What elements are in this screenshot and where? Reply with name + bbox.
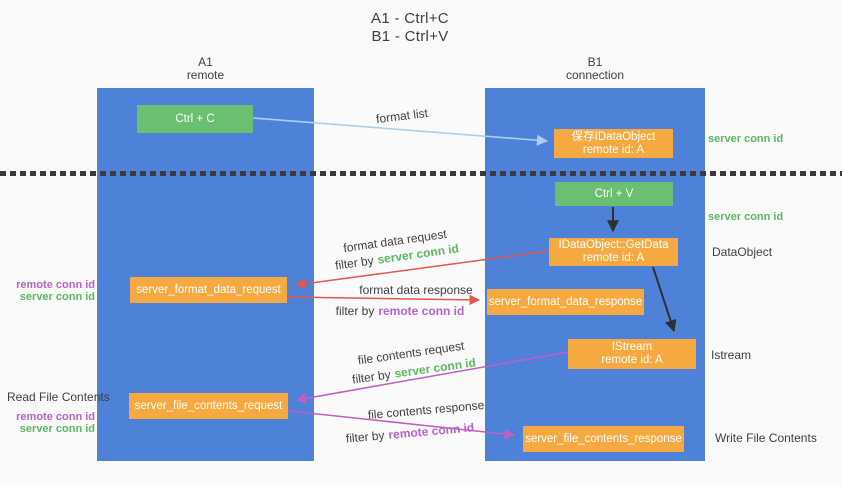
remote-conn-id-label-2: remote conn id — [16, 411, 95, 423]
format-conn-id-pair: remote conn id server conn id — [9, 279, 95, 303]
server-format-data-request-node: server_format_data_request — [130, 277, 287, 303]
lane-a1-sub: remote — [186, 68, 225, 82]
save-idataobject-line1: 保存IDataObject — [571, 130, 656, 143]
filter-by-prefix-1: filter by — [334, 253, 375, 273]
save-idataobject-line2: remote id: A — [582, 143, 645, 156]
file-contents-response-flow-label: file contents response — [367, 397, 485, 423]
format-list-flow-label: format list — [375, 105, 429, 127]
title-line-ctrl-v: B1 - Ctrl+V — [371, 28, 449, 45]
istream-line1: IStream — [611, 341, 653, 353]
lane-header-a1: A1 remote — [97, 56, 314, 82]
remote-conn-id-label-1: remote conn id — [16, 279, 95, 291]
write-file-contents-label: Write File Contents — [715, 431, 817, 445]
diagram-title: A1 - Ctrl+C B1 - Ctrl+V — [310, 10, 510, 46]
istream-node: IStream remote id: A — [568, 339, 696, 369]
read-file-contents-label: Read File Contents — [7, 390, 110, 404]
format-request-label: server_format_data_request — [136, 283, 281, 296]
lane-b1-sub: connection — [565, 68, 625, 82]
lane-header-b1: B1 connection — [485, 56, 705, 82]
getdata-line2: remote id: A — [582, 252, 645, 264]
lane-a1-name: A1 — [198, 55, 213, 69]
getdata-line1: IDataObject::GetData — [558, 239, 669, 251]
save-idataobject-node: 保存IDataObject remote id: A — [554, 129, 673, 158]
server-file-contents-request-node: server_file_contents_request — [129, 393, 288, 419]
remote-conn-id-key-2: remote conn id — [387, 420, 475, 442]
dataobject-label: DataObject — [712, 245, 773, 259]
filter-by-prefix-4: filter by — [345, 428, 386, 446]
file-response-label: server_file_contents_response — [525, 432, 682, 445]
server-conn-id-label-top: server conn id — [708, 133, 784, 145]
format-data-response-arrow — [287, 294, 481, 306]
filter-by-prefix-2: filter by — [335, 304, 375, 318]
server-conn-id-label-2: server conn id — [19, 423, 95, 435]
istream-line2: remote id: A — [601, 354, 663, 366]
ctrl-c-label: Ctrl + C — [175, 112, 215, 125]
server-format-data-response-node: server_format_data_response — [487, 289, 644, 315]
title-line-ctrl-c: A1 - Ctrl+C — [371, 10, 449, 27]
ctrl-v-label: Ctrl + V — [594, 187, 634, 200]
ctrl-c-node: Ctrl + C — [137, 105, 253, 133]
server-conn-id-label-mid: server conn id — [708, 211, 784, 223]
istream-side-label: Istream — [711, 348, 752, 362]
ctrl-v-node: Ctrl + V — [555, 182, 673, 206]
idataobject-getdata-node: IDataObject::GetData remote id: A — [549, 238, 678, 266]
server-file-contents-response-node: server_file_contents_response — [523, 426, 684, 452]
file-conn-id-pair: remote conn id server conn id — [9, 411, 95, 435]
phase-separator-dotted-line — [0, 171, 842, 176]
format-response-label: server_format_data_response — [488, 295, 643, 308]
file-request-label: server_file_contents_request — [134, 399, 283, 412]
format-data-response-flow-label: format data response — [359, 283, 473, 297]
filter-by-prefix-3: filter by — [351, 367, 392, 387]
remote-conn-id-key-1: remote conn id — [378, 304, 465, 318]
server-conn-id-label-1: server conn id — [19, 291, 95, 303]
lane-b1-name: B1 — [587, 55, 603, 69]
